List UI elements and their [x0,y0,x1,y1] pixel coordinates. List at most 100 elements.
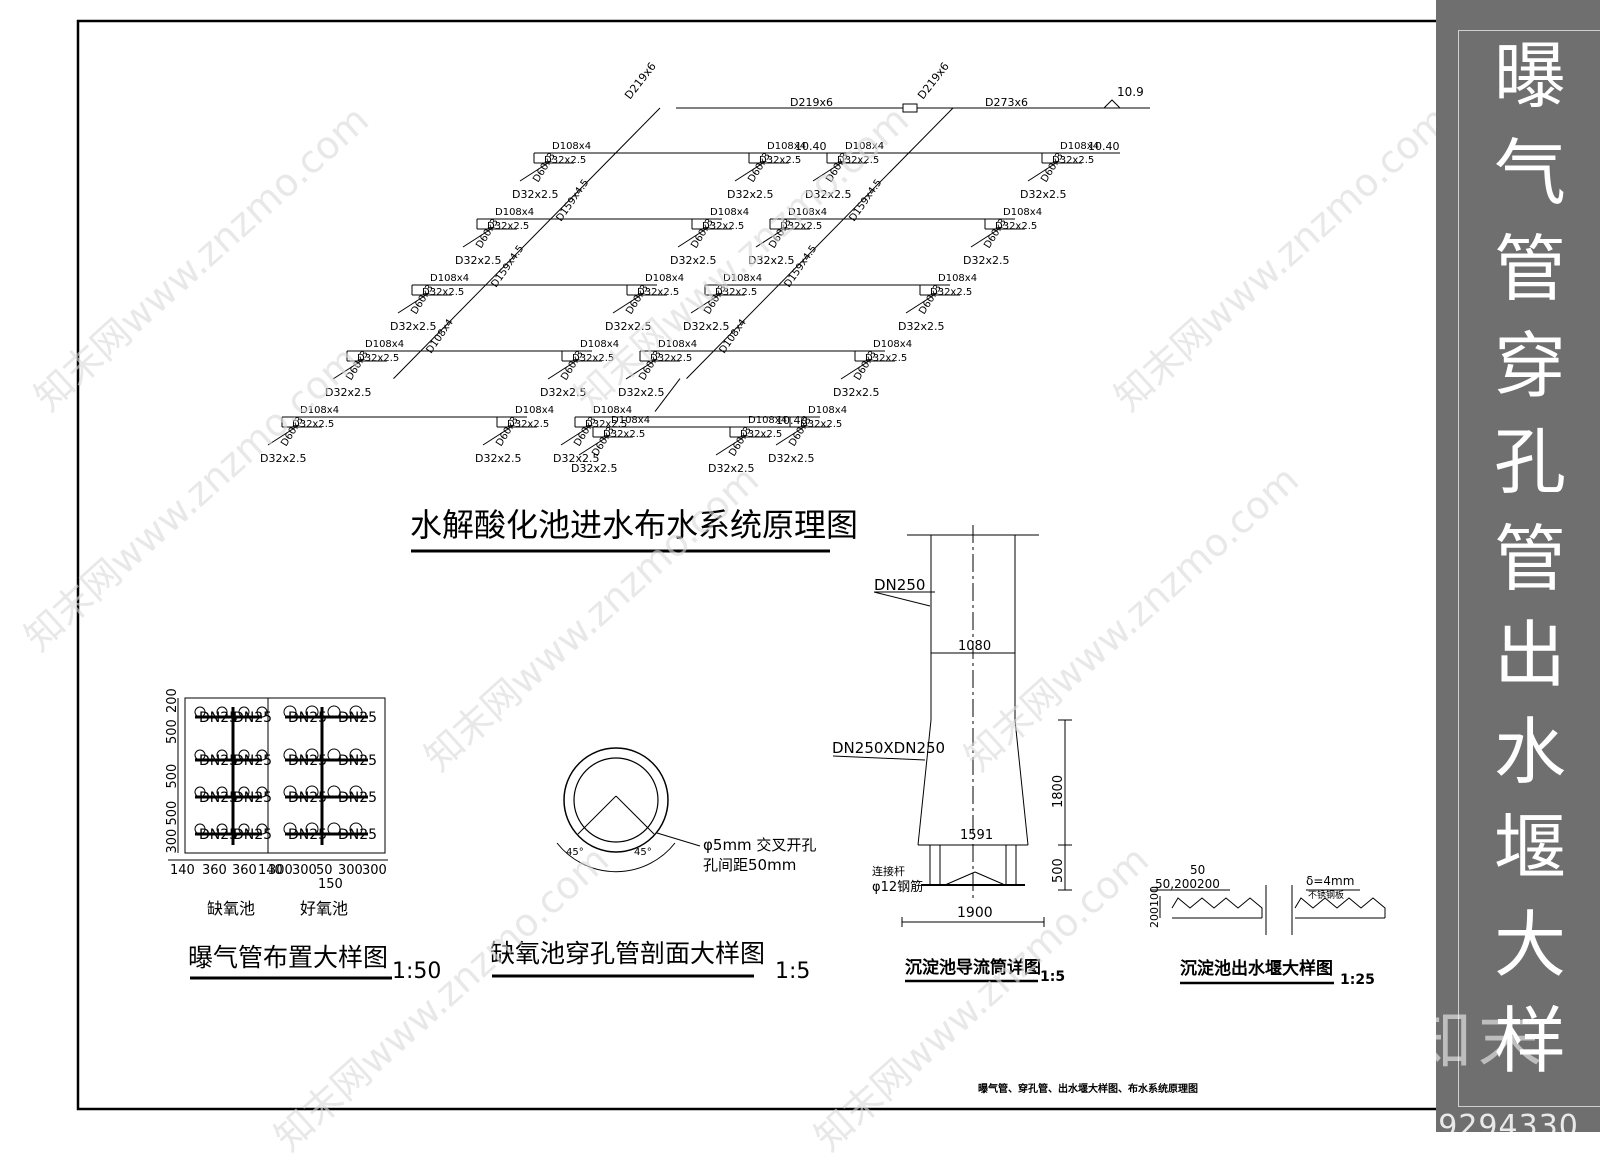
diffuser [283,748,297,762]
cone-reflector-left [944,871,976,886]
spine-extension [654,378,681,412]
pipe-label-d108: D108x4 [515,405,554,416]
angle-arc [556,842,676,873]
pipe-label-d32: D32x2.5 [740,429,782,440]
pipe-label-d32-bottom: D32x2.5 [571,462,617,475]
dn-label: DN25 [233,710,272,726]
weir-scale: 1:25 [1340,972,1375,988]
pipe-label-d108: D108x4 [938,273,977,284]
level-label-1040: 10.40 [795,140,827,153]
pipe-label-d60: D60x3 [531,151,558,185]
pipe-outer-circle [563,747,669,853]
diffuser [305,822,319,836]
weir-title: 沉淀池出水堰大样图 [1180,958,1333,979]
pipe-label-d108: D108x4 [710,207,749,218]
diffuser [349,705,363,719]
diffuser [238,786,250,798]
diffuser [327,748,341,762]
pipe-label-d32-bottom: D32x2.5 [540,386,586,399]
bottom-dim: 50 [316,863,333,878]
hole-spacing-note: 孔间距50mm [703,856,796,874]
pipe-label-d32: D32x2.5 [572,353,614,364]
pipe-label-d32-bottom: D32x2.5 [260,452,306,465]
diffuser [283,822,297,836]
diffuser [349,822,363,836]
aerobic-pool-label: 好氧池 [300,899,348,918]
perforated-title: 缺氧池穿孔管剖面大样图 [490,939,765,968]
diagonal-pipe [905,294,935,314]
pipe-label-d60: D60x3 [767,217,794,251]
sidebar-title-char: 管 [1493,516,1566,601]
pipe-label-d32: D32x2.5 [1052,155,1094,166]
sidebar-title-char: 曝 [1493,34,1566,118]
pipe-label-d108: D108x4 [767,141,806,152]
dn-label: DN25 [288,790,327,806]
sidebar-title-char: 堰 [1493,806,1566,890]
level-label-1040: 10.40 [1088,140,1120,153]
diffuser [327,822,341,836]
weir-dim-row: 50,200200 [1155,877,1220,891]
pipe-label-d108: D108x4 [593,405,632,416]
bottom-dim: 300 [268,863,293,878]
pipe-label-d108: D108x4 [300,405,339,416]
pipe-label-d32: D32x2.5 [507,419,549,430]
pipe-label-d60: D60x3 [279,415,306,449]
weir-plate-right [1294,897,1386,918]
dn-label: DN25 [233,790,272,806]
dim-1900: 1900 [957,905,993,921]
diffuser [327,785,341,799]
sidebar-title-char: 穿 [1493,323,1566,408]
pipe-label-d60: D60x3 [824,151,851,185]
sidebar-title-char: 孔 [1493,420,1566,504]
anoxic-pool-label: 缺氧池 [207,899,255,918]
pipe-label-d32-bottom: D32x2.5 [898,320,944,333]
diagonal-pipe [267,426,297,446]
dn-label: DN25 [199,827,238,843]
pipe-label-d108: D108x4 [1060,141,1099,152]
spine-size-label: D159x4.5 [847,178,884,224]
pipe-label-d32: D32x2.5 [759,155,801,166]
pipe-label-d60: D60x3 [637,349,664,383]
level-label-1040: 10.40 [776,414,808,427]
dim-1591: 1591 [960,828,993,843]
dim-500: 500 [1051,858,1066,883]
pipe-label-d108: D108x4 [658,339,697,350]
left-dim: 300 [165,829,180,854]
weir-thickness: δ=4mm [1306,874,1354,888]
weir-material: 不锈钢板 [1308,889,1344,901]
bottom-dim: 300 [362,863,387,878]
pipe-label-d32: D32x2.5 [715,287,757,298]
diagonal-pipe [970,228,1000,248]
guide-cylinder-detail: DN250 1080 DN250XDN250 1591 1800 500 190… [832,525,1072,985]
diagonal-pipe [840,360,870,380]
perforated-scale: 1:5 [775,959,810,984]
weir-plate-left [1171,897,1263,918]
pipe-label-d32: D32x2.5 [292,419,334,430]
pipe-label-d108: D108x4 [748,415,787,426]
dn-top-leader [873,591,931,607]
diffuser [194,786,206,798]
header-label-right: D273x6 [985,96,1028,109]
dn-label: DN25 [338,827,377,843]
pipe-label-d32: D32x2.5 [637,287,679,298]
diffuser [256,823,268,835]
dn-label: DN25 [233,827,272,843]
diffuser [194,749,206,761]
pipe-label-d108: D108x4 [788,207,827,218]
diagonal-pipe [560,426,590,446]
diagonal-pipe [775,426,805,446]
pipe-label-d32-bottom: D32x2.5 [833,386,879,399]
bottom-dim: 360 [202,863,227,878]
drawing-id: ID: 1219294330 [1378,1074,1579,1144]
pipe-label-d32-bottom: D32x2.5 [512,188,558,201]
pipe-label-d32-bottom: D32x2.5 [670,254,716,267]
sheet-caption: 曝气管、穿孔管、出水堰大样图、布水系统原理图 [978,1082,1198,1095]
diffuser [256,786,268,798]
sidebar-title-char: 出 [1493,613,1566,697]
pipe-label-d32: D32x2.5 [865,353,907,364]
pipe-label-d108: D108x4 [808,405,847,416]
diffuser [238,823,250,835]
